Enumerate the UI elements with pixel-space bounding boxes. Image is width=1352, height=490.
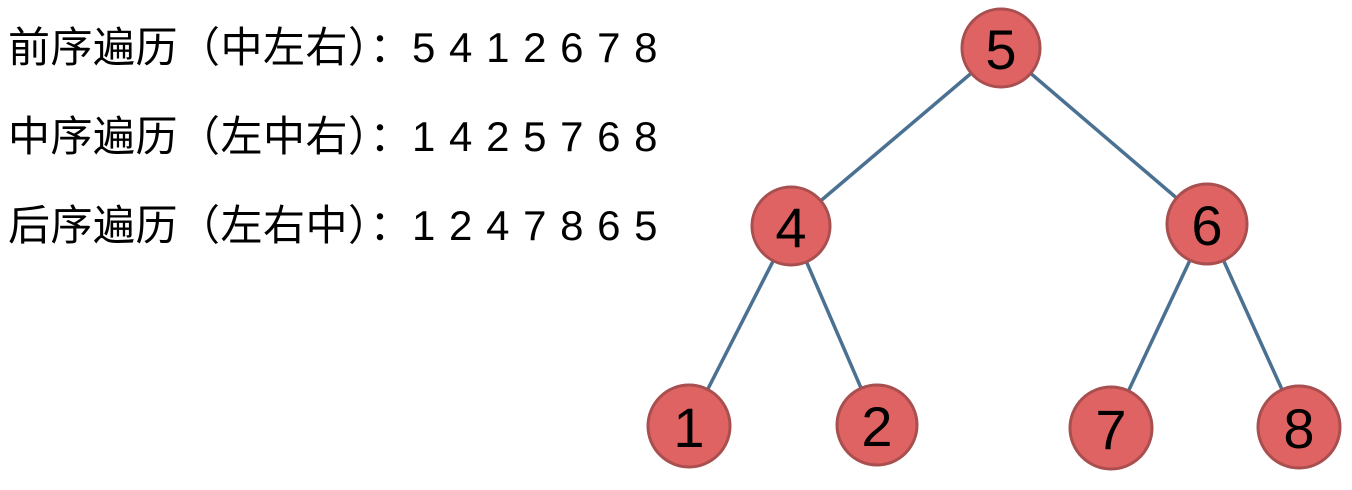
node-circle-6 <box>1165 182 1249 266</box>
tree-node-7: 7 <box>1068 385 1154 471</box>
tree-edge-5-4 <box>789 46 1003 228</box>
inorder-label: 中序遍历（左中右）： <box>8 113 413 160</box>
node-label-6: 6 <box>1191 194 1222 257</box>
tree-node-8: 8 <box>1256 384 1342 470</box>
tree-node-6: 6 <box>1165 182 1249 266</box>
tree-edge-5-6 <box>999 46 1209 226</box>
tree-node-5: 5 <box>960 7 1042 89</box>
tree-node-2: 2 <box>835 383 919 467</box>
node-label-4: 4 <box>775 196 806 259</box>
preorder-sequence: 5 4 1 2 6 7 8 <box>412 24 659 71</box>
traversal-list: 前序遍历（中左右）：5 4 1 2 6 7 8 中序遍历（左中右）：1 4 2 … <box>8 27 659 294</box>
tree-node-4: 4 <box>750 185 832 267</box>
node-label-7: 7 <box>1095 398 1126 461</box>
node-circle-2 <box>835 383 919 467</box>
node-circle-4 <box>750 185 832 267</box>
traversal-line-inorder: 中序遍历（左中右）：1 4 2 5 7 6 8 <box>8 116 659 158</box>
tree-node-1: 1 <box>646 383 732 469</box>
node-label-8: 8 <box>1283 397 1314 460</box>
node-label-2: 2 <box>861 395 892 458</box>
node-label-1: 1 <box>673 396 704 459</box>
node-circle-8 <box>1256 384 1342 470</box>
postorder-label: 后序遍历（左右中）： <box>8 202 413 249</box>
preorder-label: 前序遍历（中左右）： <box>8 24 413 71</box>
node-label-5: 5 <box>985 18 1016 81</box>
traversal-line-postorder: 后序遍历（左右中）：1 2 4 7 8 6 5 <box>8 205 659 247</box>
node-circle-1 <box>646 383 732 469</box>
node-circle-7 <box>1068 385 1154 471</box>
traversal-line-preorder: 前序遍历（中左右）：5 4 1 2 6 7 8 <box>8 27 659 69</box>
inorder-sequence: 1 4 2 5 7 6 8 <box>412 113 659 160</box>
node-circle-5 <box>960 7 1042 89</box>
postorder-sequence: 1 2 4 7 8 6 5 <box>412 202 659 249</box>
